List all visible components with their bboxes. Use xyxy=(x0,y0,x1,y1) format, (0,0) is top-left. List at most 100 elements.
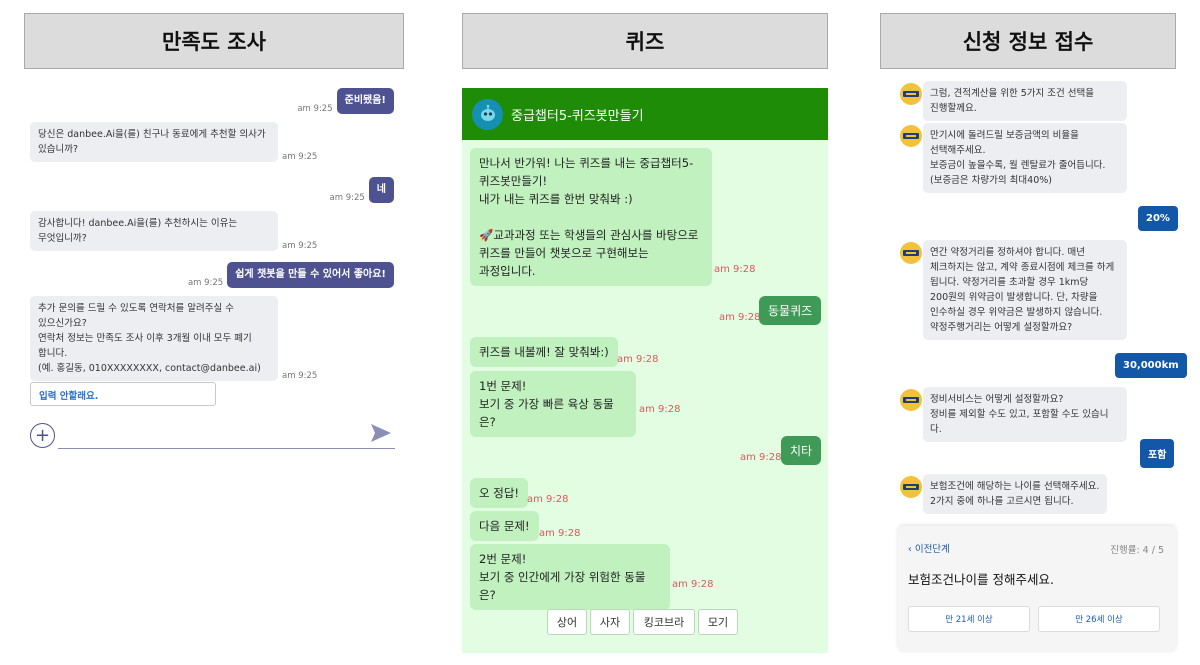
chat-row-bot: 감사합니다! danbee.Ai을(를) 추천하시는 이유는 무엇입니까? am… xyxy=(30,211,321,251)
message-time: am 9:25 xyxy=(329,193,365,203)
message-line: 정비서비스는 어떻게 설정할까요? xyxy=(930,394,1064,405)
message-line: 퀴즈를 만들어 챗봇으로 구현해보는 xyxy=(479,246,649,260)
message-line: 됩니다. 약정거리를 초과할 경우 1km당 xyxy=(930,277,1089,288)
chat-row-bot: 당신은 danbee.Ai을(를) 친구나 동료에게 추천할 의사가 있습니까?… xyxy=(30,122,321,162)
message-line: 선택해주세요. xyxy=(930,145,986,156)
message-line: 있으신가요? xyxy=(38,318,87,329)
user-message: 쉽게 챗봇을 만들 수 있어서 좋아요! xyxy=(227,262,394,288)
previous-step-button[interactable]: ‹ 이전단계 xyxy=(908,541,950,555)
choice-button-mosquito[interactable]: 모기 xyxy=(698,609,738,635)
message-line: 2가지 중에 하나를 고르시면 됩니다. xyxy=(930,496,1074,507)
survey-panel-title: 만족도 조사 xyxy=(24,13,404,69)
message-time: am 9:28 xyxy=(740,452,782,463)
user-answer: 포함 xyxy=(1140,439,1175,468)
message-line: 연락처 정보는 만족도 조사 이후 3개월 이내 모두 폐기 xyxy=(38,333,252,344)
previous-step-label: 이전단계 xyxy=(914,544,950,555)
survey-chat: am 9:25 준비됐음! 당신은 danbee.Ai을(를) 친구나 동료에게… xyxy=(24,80,404,460)
choice-button-shark[interactable]: 상어 xyxy=(547,609,587,635)
message-line: 합니다. xyxy=(38,348,68,359)
bot-message: 퀴즈를 내볼께! 잘 맞춰봐:) xyxy=(470,337,618,367)
message-line: 과정입니다. xyxy=(479,264,536,278)
message-line: 2번 문제! xyxy=(479,552,527,566)
user-message: 동물퀴즈 xyxy=(759,296,822,325)
bot-logo-icon xyxy=(900,125,922,147)
message-line: 정비를 제외할 수도 있고, 포함할 수도 있습니다. xyxy=(930,409,1109,435)
chevron-left-icon: ‹ xyxy=(908,544,915,555)
application-panel-title: 신청 정보 접수 xyxy=(880,13,1176,69)
bot-message: 오 정답! xyxy=(470,478,529,508)
choice-button-lion[interactable]: 사자 xyxy=(590,609,630,635)
message-time: am 9:28 xyxy=(527,494,569,505)
chat-row-user: am 9:25 준비됐음! xyxy=(293,88,394,114)
user-message: 네 xyxy=(368,177,394,203)
message-line: 체크하지는 않고, 계약 종료시점에 체크를 하게 xyxy=(930,262,1115,273)
skip-input-button[interactable]: 입력 안할래요. xyxy=(30,382,216,406)
message-line: 추가 문의를 드릴 수 있도록 연락처를 알려주실 수 xyxy=(38,303,234,314)
user-message: 준비됐음! xyxy=(336,88,394,114)
bot-avatar-icon xyxy=(472,98,503,130)
quiz-header: 중급챕터5-퀴즈봇만들기 xyxy=(462,88,828,140)
send-icon[interactable] xyxy=(370,423,392,443)
message-time: am 9:28 xyxy=(719,312,761,323)
message-line: 약정주행거리는 어떻게 설정할까요? xyxy=(930,322,1073,333)
bot-logo-icon xyxy=(900,389,922,411)
message-time: am 9:25 xyxy=(297,104,333,114)
message-line: 만기시에 돌려드릴 보증금액의 비율을 xyxy=(930,130,1079,141)
bot-message: 2번 문제! 보기 중 인간에게 가장 위험한 동물은? xyxy=(470,544,670,610)
message-line: 당신은 danbee.Ai을(를) 친구나 동료에게 추천할 의사가 xyxy=(38,129,266,140)
card-question: 보험조건나이를 정해주세요. xyxy=(908,572,1054,587)
message-line: 진행할께요. xyxy=(930,103,977,114)
message-input-line[interactable] xyxy=(58,448,395,449)
message-line: 보증금이 높을수록, 월 렌탈료가 줄어듭니다. xyxy=(930,160,1106,171)
bot-message: 연간 약정거리를 정하셔야 합니다. 매년 체크하지는 않고, 계약 종료시점에… xyxy=(923,240,1127,340)
message-line: 감사합니다! danbee.Ai을(를) 추천하시는 이유는 xyxy=(38,218,238,229)
bot-message: 보험조건에 해당하는 나이를 선택해주세요. 2가지 중에 하나를 고르시면 됩… xyxy=(923,474,1107,514)
choice-button-king-cobra[interactable]: 킹코브라 xyxy=(633,609,695,635)
message-time: am 9:25 xyxy=(282,241,318,251)
message-line: (보증금은 차량가의 최대40%) xyxy=(930,175,1052,186)
bot-message: 추가 문의를 드릴 수 있도록 연락처를 알려주실 수 있으신가요? 연락처 정… xyxy=(30,296,278,381)
user-answer: 20% xyxy=(1138,206,1178,231)
message-line: 🚀교과과정 또는 학생들의 관심사를 바탕으로 xyxy=(479,228,699,242)
message-line: 만나서 반가워! 나는 퀴즈를 내는 중급챕터5- xyxy=(479,156,694,170)
message-line: 퀴즈봇만들기! xyxy=(479,174,548,188)
bot-message: 만기시에 돌려드릴 보증금액의 비율을 선택해주세요. 보증금이 높을수록, 월… xyxy=(923,123,1127,193)
bot-message: 만나서 반가워! 나는 퀴즈를 내는 중급챕터5- 퀴즈봇만들기! 내가 내는 … xyxy=(470,148,712,286)
user-answer: 30,000km xyxy=(1115,353,1187,378)
message-line: 보기 중 가장 빠른 육상 동물은? xyxy=(479,397,614,429)
bot-logo-icon xyxy=(900,242,922,264)
message-time: am 9:28 xyxy=(617,354,659,365)
chat-row-user: am 9:25 네 xyxy=(326,177,394,203)
plus-icon[interactable]: + xyxy=(30,423,55,448)
bot-message: 그럼, 견적계산을 위한 5가지 조건 선택을 진행할께요. xyxy=(923,81,1127,121)
message-line: 보험조건에 해당하는 나이를 선택해주세요. xyxy=(930,481,1100,492)
message-time: am 9:28 xyxy=(639,404,681,415)
message-line: 그럼, 견적계산을 위한 5가지 조건 선택을 xyxy=(930,88,1095,99)
message-line: 무엇입니까? xyxy=(38,233,87,244)
message-line: (예. 홍길동, 010XXXXXXXX, contact@danbee.ai) xyxy=(38,363,261,374)
message-line: 인수하실 경우 위약금은 발생하지 않습니다. xyxy=(930,307,1103,318)
message-time: am 9:25 xyxy=(282,371,318,381)
chat-row-user: am 9:25 쉽게 챗봇을 만들 수 있어서 좋아요! xyxy=(184,262,394,288)
message-line: 연간 약정거리를 정하셔야 합니다. 매년 xyxy=(930,247,1085,258)
progress-text: 진행률: 4 / 5 xyxy=(1110,545,1164,556)
message-spacer xyxy=(479,208,703,226)
bot-message: 당신은 danbee.Ai을(를) 친구나 동료에게 추천할 의사가 있습니까? xyxy=(30,122,278,162)
quiz-chat: 중급챕터5-퀴즈봇만들기 만나서 반가워! 나는 퀴즈를 내는 중급챕터5- 퀴… xyxy=(462,88,828,653)
quiz-bot-title: 중급챕터5-퀴즈봇만들기 xyxy=(511,108,644,124)
selection-card: ‹ 이전단계 진행률: 4 / 5 보험조건나이를 정해주세요. 만 21세 이… xyxy=(898,526,1176,652)
message-time: am 9:25 xyxy=(282,152,318,162)
message-line: 보기 중 인간에게 가장 위험한 동물은? xyxy=(479,570,646,602)
option-age-21[interactable]: 만 21세 이상 xyxy=(908,606,1030,632)
bot-message: 다음 문제! xyxy=(470,511,539,541)
bot-logo-icon xyxy=(900,83,922,105)
quiz-panel-title: 퀴즈 xyxy=(462,13,828,69)
application-chat: 그럼, 견적계산을 위한 5가지 조건 선택을 진행할께요. 만기시에 돌려드릴… xyxy=(880,78,1187,658)
message-line: 200원의 위약금이 발생합니다. 단, 차량을 xyxy=(930,292,1098,303)
message-line: 1번 문제! xyxy=(479,379,527,393)
user-message: 치타 xyxy=(781,436,822,465)
option-age-26[interactable]: 만 26세 이상 xyxy=(1038,606,1160,632)
message-line: 있습니까? xyxy=(38,144,79,155)
message-time: am 9:28 xyxy=(714,264,756,275)
message-time: am 9:25 xyxy=(187,278,224,288)
